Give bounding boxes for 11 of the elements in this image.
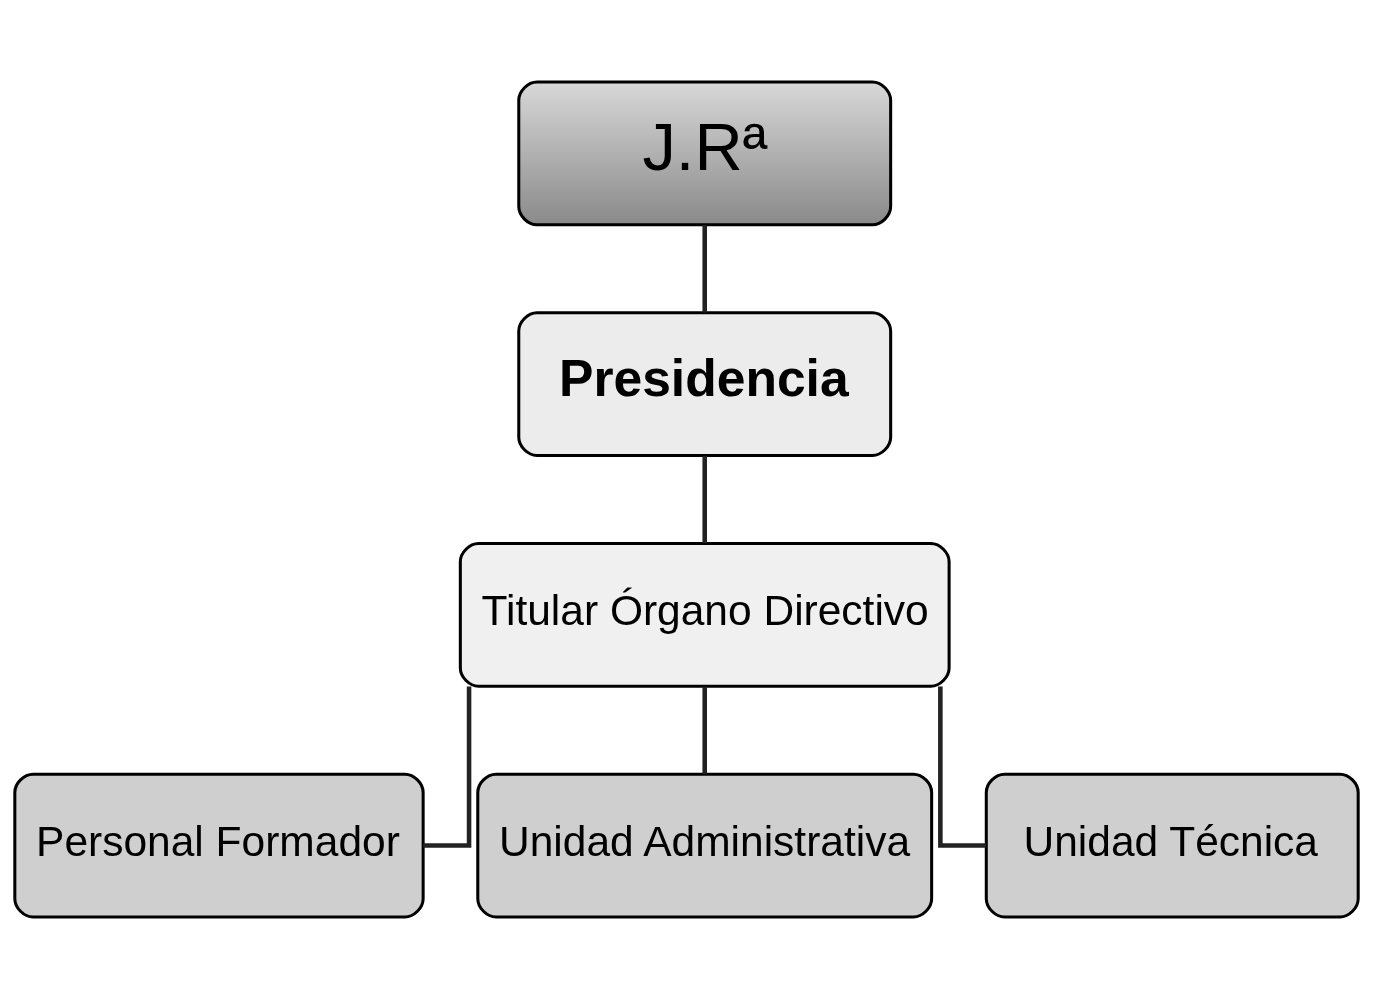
node-box: Personal Formador	[13, 772, 425, 919]
node-box: Unidad Técnica	[984, 772, 1360, 919]
connector	[702, 225, 707, 313]
node-box: Unidad Administrativa	[476, 772, 934, 919]
connector	[938, 686, 987, 848]
connector	[702, 455, 707, 544]
connector	[702, 686, 707, 774]
node-box: Titular Órgano Directivo	[458, 542, 951, 688]
node-box: J.Rª	[517, 80, 893, 227]
node-box: Presidencia	[517, 311, 893, 457]
connector	[423, 686, 472, 848]
